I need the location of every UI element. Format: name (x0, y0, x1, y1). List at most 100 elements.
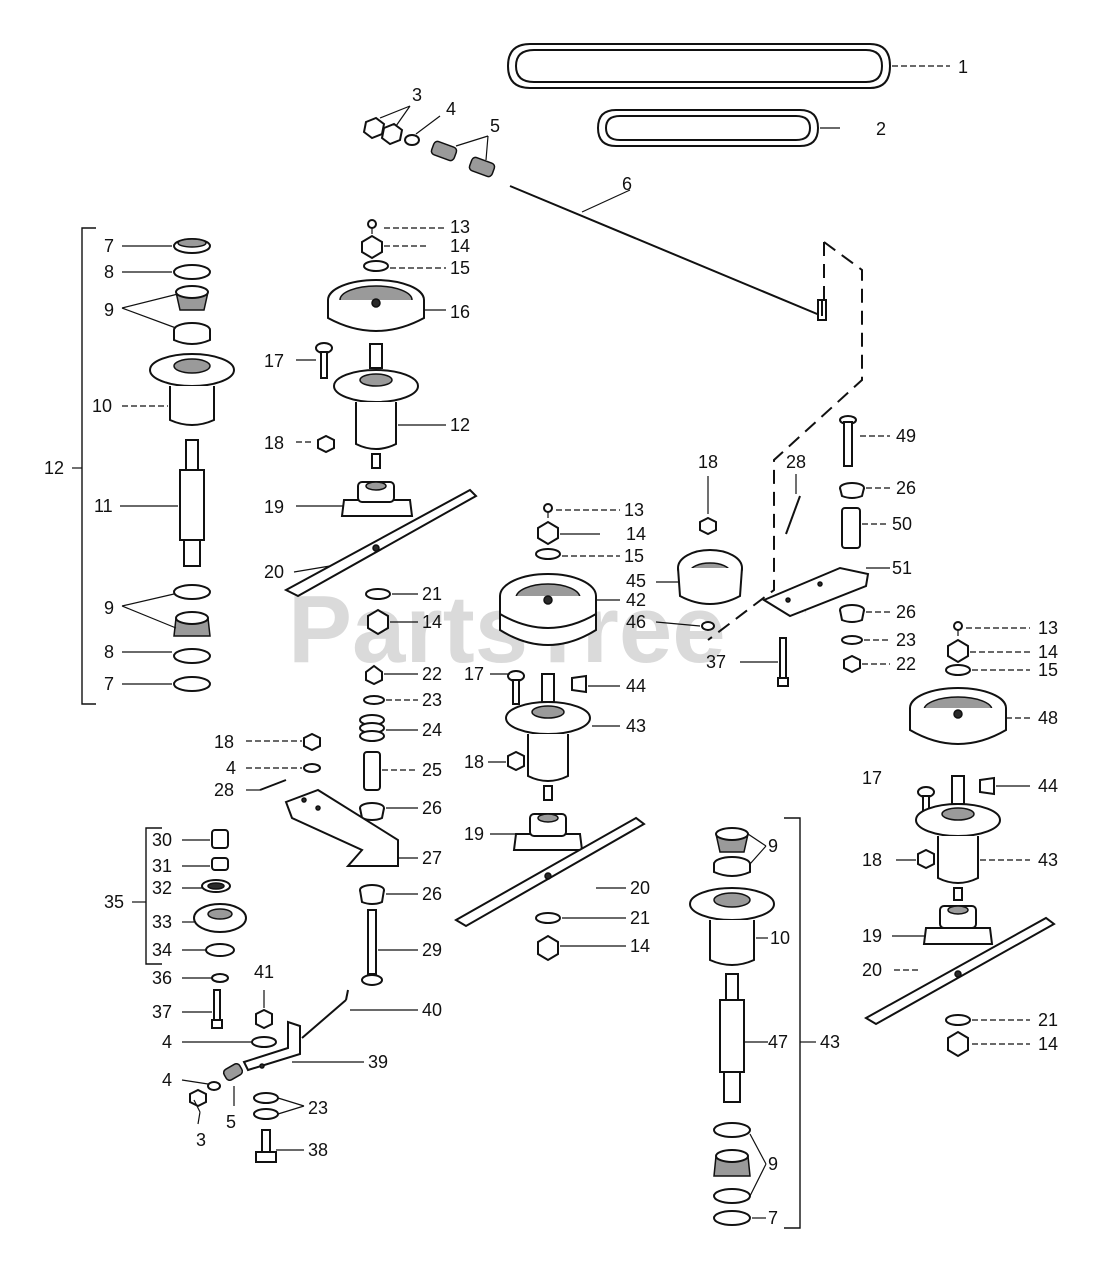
washer-4-low[interactable] (251, 1036, 277, 1048)
nut-22-b[interactable] (843, 654, 861, 674)
washer-15-b[interactable] (535, 548, 561, 560)
belt-2[interactable] (596, 109, 820, 147)
spring-24[interactable] (359, 714, 385, 742)
bushing-26-d[interactable] (839, 604, 865, 623)
bracket-27[interactable] (284, 788, 399, 867)
blade-adapter-19-c[interactable] (922, 905, 994, 945)
callout-7-b: 7 (104, 674, 114, 694)
spindle-12-center[interactable] (333, 343, 419, 469)
bearing-cup-7-top[interactable] (173, 238, 211, 254)
ring-34[interactable] (205, 943, 235, 957)
spring-5-low[interactable] (222, 1062, 244, 1081)
washer-15-c[interactable] (945, 664, 971, 676)
grease-fitting-13-c[interactable] (953, 621, 963, 636)
washer-15-a[interactable] (363, 260, 389, 272)
idler-pulley-45[interactable] (677, 549, 743, 605)
bearing-race-9-top[interactable] (173, 322, 211, 345)
callout-46: 46 (626, 612, 646, 632)
nut-18-a[interactable] (317, 434, 335, 454)
pulley-42[interactable] (499, 573, 597, 646)
pulley-48[interactable] (909, 687, 1007, 745)
spindle-shaft-47[interactable] (719, 973, 745, 1103)
bolt-37-b[interactable] (777, 637, 789, 687)
washer-46[interactable] (701, 621, 715, 631)
seal-8-top[interactable] (173, 264, 211, 280)
bolt-38[interactable] (255, 1129, 277, 1163)
washer-21-c[interactable] (945, 1014, 971, 1026)
nut-14-b[interactable] (367, 608, 389, 636)
nut-18-d[interactable] (699, 516, 717, 536)
washer-21-a[interactable] (365, 588, 391, 600)
bolt-17-c[interactable] (917, 786, 935, 821)
callout-18-a: 18 (264, 433, 284, 453)
spindle-housing-10-left[interactable] (149, 353, 235, 426)
nut-14-a[interactable] (361, 234, 383, 260)
sleeve-30[interactable] (211, 829, 229, 849)
cotter-pin-28-a[interactable] (259, 779, 287, 791)
bushing-26-a[interactable] (359, 802, 385, 821)
washer-21-b[interactable] (535, 912, 561, 924)
nut-41[interactable] (255, 1008, 273, 1030)
bearing-race-9-c[interactable] (713, 856, 751, 877)
spindle-43-b[interactable] (915, 775, 1001, 901)
sleeve-50[interactable] (841, 507, 861, 549)
nut-18-b[interactable] (303, 732, 321, 752)
blade-20-b[interactable] (454, 816, 646, 928)
blade-adapter-19-b[interactable] (512, 813, 584, 851)
idler-33[interactable] (193, 903, 247, 933)
blade-adapter-19-a[interactable] (340, 481, 414, 517)
bolt-17-a[interactable] (315, 342, 333, 379)
key-44-b[interactable] (979, 776, 995, 796)
bolt-37-a[interactable] (211, 989, 223, 1029)
callout-18-b: 18 (214, 732, 234, 752)
bearing-9-c-bottom[interactable] (713, 1122, 751, 1177)
nut-14-c[interactable] (537, 520, 559, 546)
nut-14-e[interactable] (947, 638, 969, 664)
key-44-a[interactable] (571, 674, 587, 694)
nut-3-low[interactable] (189, 1088, 207, 1108)
belt-1[interactable] (506, 43, 892, 89)
washer-36[interactable] (211, 973, 229, 983)
spindle-43-a[interactable] (505, 673, 591, 801)
washer-23-b[interactable] (253, 1092, 279, 1120)
spindle-shaft-11[interactable] (179, 439, 205, 567)
pulley-16[interactable] (327, 279, 425, 332)
bushing-25[interactable] (363, 751, 381, 791)
bushing-26-b[interactable] (359, 884, 385, 905)
bearing-32[interactable] (201, 879, 231, 893)
rod-6[interactable] (509, 185, 827, 321)
nut-14-d[interactable] (537, 934, 559, 962)
nut-18-e[interactable] (917, 848, 935, 870)
nut-14-f[interactable] (947, 1030, 969, 1058)
washer-23-c[interactable] (841, 635, 863, 645)
grease-fitting-13-b[interactable] (543, 503, 553, 518)
bushing-26-c[interactable] (839, 482, 865, 499)
cotter-pin-28-b[interactable] (785, 495, 801, 535)
rod-40[interactable] (301, 989, 349, 1039)
spring-5-top[interactable] (430, 140, 496, 178)
blade-20-c[interactable] (864, 916, 1056, 1026)
bearing-cup-7-c[interactable] (713, 1210, 751, 1226)
bolt-49[interactable] (839, 415, 857, 467)
bearing-9-c-top[interactable] (715, 827, 749, 853)
bracket-39[interactable] (242, 1020, 301, 1072)
washer-4-mid[interactable] (303, 763, 321, 773)
bearing-9-top[interactable] (175, 285, 209, 311)
grease-fitting-13-a[interactable] (367, 219, 377, 234)
washer-23-a[interactable] (363, 695, 385, 705)
bracket-51[interactable] (761, 566, 870, 618)
spindle-housing-10-lower[interactable] (689, 887, 775, 966)
blade-20-a[interactable] (283, 488, 478, 598)
bolt-29[interactable] (361, 909, 383, 986)
washer-4-bottom[interactable] (207, 1081, 221, 1091)
washer-4-top[interactable] (404, 134, 420, 146)
nut-18-c[interactable] (507, 750, 525, 772)
bushing-31[interactable] (211, 857, 229, 871)
bearing-cup-7-bottom[interactable] (173, 676, 211, 692)
nut-22-a[interactable] (365, 664, 383, 686)
bearing-9-bottom[interactable] (173, 584, 211, 637)
bolt-17-b[interactable] (507, 670, 525, 705)
nut-3-top[interactable] (362, 116, 404, 146)
seal-9-c-bottom[interactable] (713, 1188, 751, 1204)
seal-8-bottom[interactable] (173, 648, 211, 664)
